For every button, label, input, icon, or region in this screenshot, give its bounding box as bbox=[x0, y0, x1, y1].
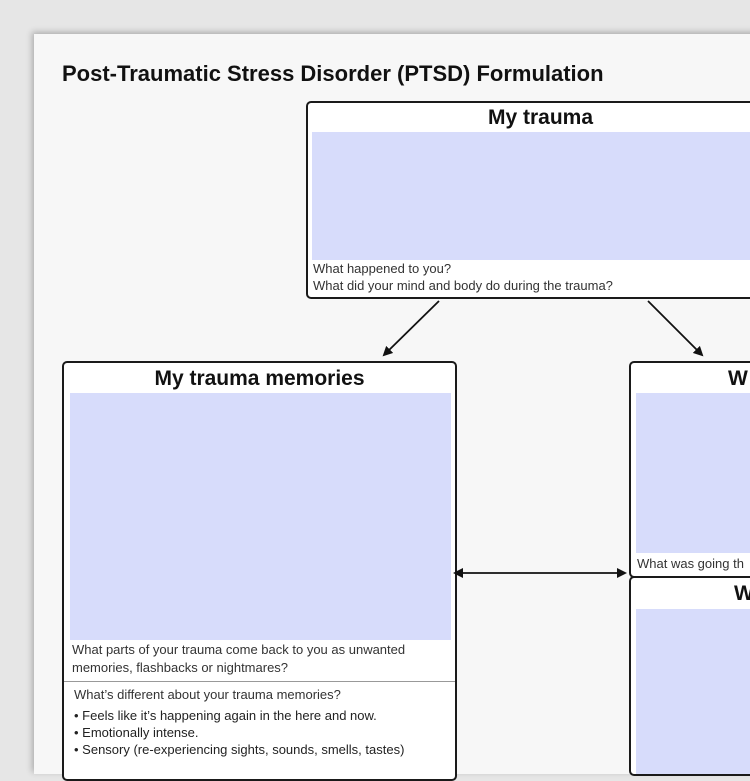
my-trauma-prompt-2: What did your mind and body do during th… bbox=[313, 278, 613, 293]
arrow-trauma-to-memories bbox=[382, 300, 440, 357]
right-upper-box-title: W bbox=[728, 367, 748, 390]
right-lower-input-area[interactable] bbox=[636, 609, 750, 774]
trauma-memories-divider bbox=[64, 681, 455, 682]
right-lower-box: W bbox=[629, 576, 750, 776]
memory-differences-heading: What’s different about your trauma memor… bbox=[74, 687, 341, 702]
my-trauma-box: My trauma What happened to you? What did… bbox=[306, 101, 750, 299]
my-trauma-title: My trauma bbox=[488, 106, 594, 129]
worksheet-title: Post-Traumatic Stress Disorder (PTSD) Fo… bbox=[62, 61, 604, 86]
arrow-trauma-to-right bbox=[647, 300, 704, 357]
trauma-memories-prompt-1: What parts of your trauma come back to y… bbox=[72, 642, 406, 657]
flow-arrows bbox=[382, 300, 704, 578]
right-upper-box: W What was going th bbox=[629, 361, 750, 578]
trauma-memories-prompt-2: memories, flashbacks or nightmares? bbox=[72, 660, 289, 675]
right-lower-box-title: W bbox=[734, 582, 750, 606]
memory-difference-item: • Feels like it’s happening again in the… bbox=[74, 708, 377, 723]
my-trauma-input-area[interactable] bbox=[312, 132, 750, 260]
trauma-memories-box: My trauma memories What parts of your tr… bbox=[62, 361, 457, 781]
right-upper-input-area[interactable] bbox=[636, 393, 750, 553]
memory-difference-item: • Emotionally intense. bbox=[74, 725, 199, 740]
trauma-memories-input-area[interactable] bbox=[70, 393, 451, 640]
trauma-memories-title: My trauma memories bbox=[154, 367, 365, 390]
my-trauma-prompt-1: What happened to you? bbox=[313, 261, 452, 276]
right-upper-prompt: What was going th bbox=[637, 556, 744, 571]
